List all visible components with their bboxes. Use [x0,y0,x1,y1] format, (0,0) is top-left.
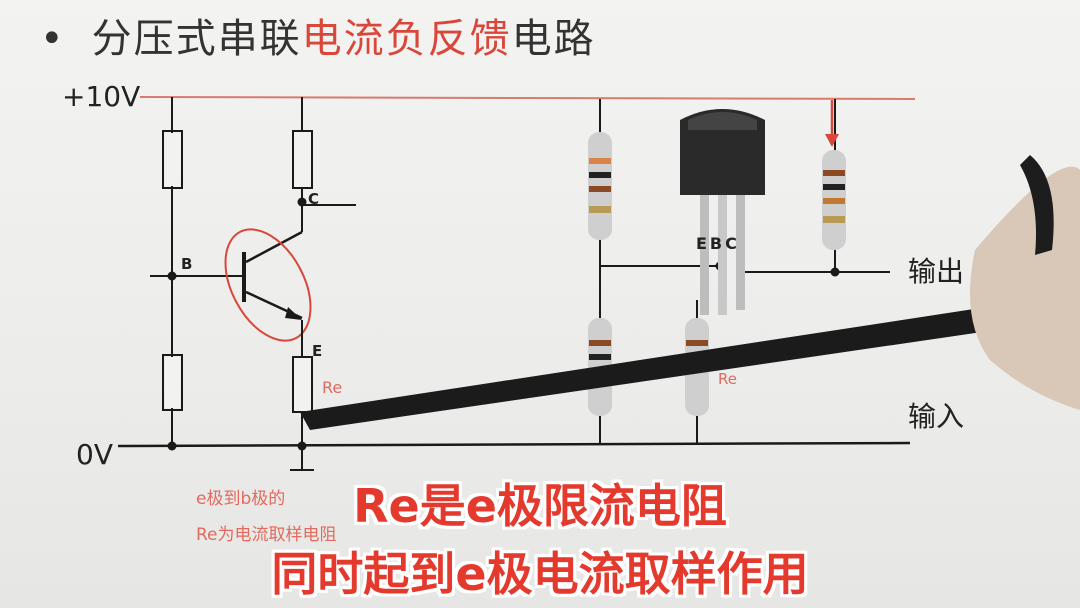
pins-ebc-label: EBC [696,234,740,253]
vcc-label: +10V [62,80,141,113]
vcc-rail [139,96,916,100]
subtitle-line-1: Re是e极限流电阻 [353,479,727,533]
title-part-2: 电路 [511,16,596,62]
title-highlight: 电流负反馈 [301,16,512,62]
re-partial-label: Re [718,370,737,388]
transistor-highlight-circle [224,228,312,342]
slide-title: • 分压式串联电流负反馈电路 [40,6,596,64]
input-label: 输入 [908,400,965,433]
gnd-rail [117,441,911,448]
pin-e-label: E [312,342,323,360]
resistor-rb1 [162,130,183,189]
title-part-1: 分压式串联 [91,16,302,62]
resistor-rb2 [162,354,183,411]
gnd-label: 0V [76,438,113,471]
re-label: Re [322,378,343,397]
resistor-bb-top-left [588,132,612,240]
output-label: 输出 [908,255,965,288]
resistor-re [292,356,313,413]
base-node [167,271,177,281]
resistor-bb-top-right [822,150,846,250]
transistor-package [680,109,765,315]
subtitle-line-2: 同时起到e极电流取样作用 [271,547,809,601]
pointer-stick [300,305,1030,430]
bullet-marker: • [40,16,66,62]
pin-b-label: B [181,255,193,273]
note-line-2: Re为电流取样电阻 [196,525,337,545]
resistor-rc [292,130,313,189]
note-line-1: e极到b极的 [196,489,286,509]
pin-c-label: C [308,190,320,208]
presenter-hand [970,166,1080,410]
